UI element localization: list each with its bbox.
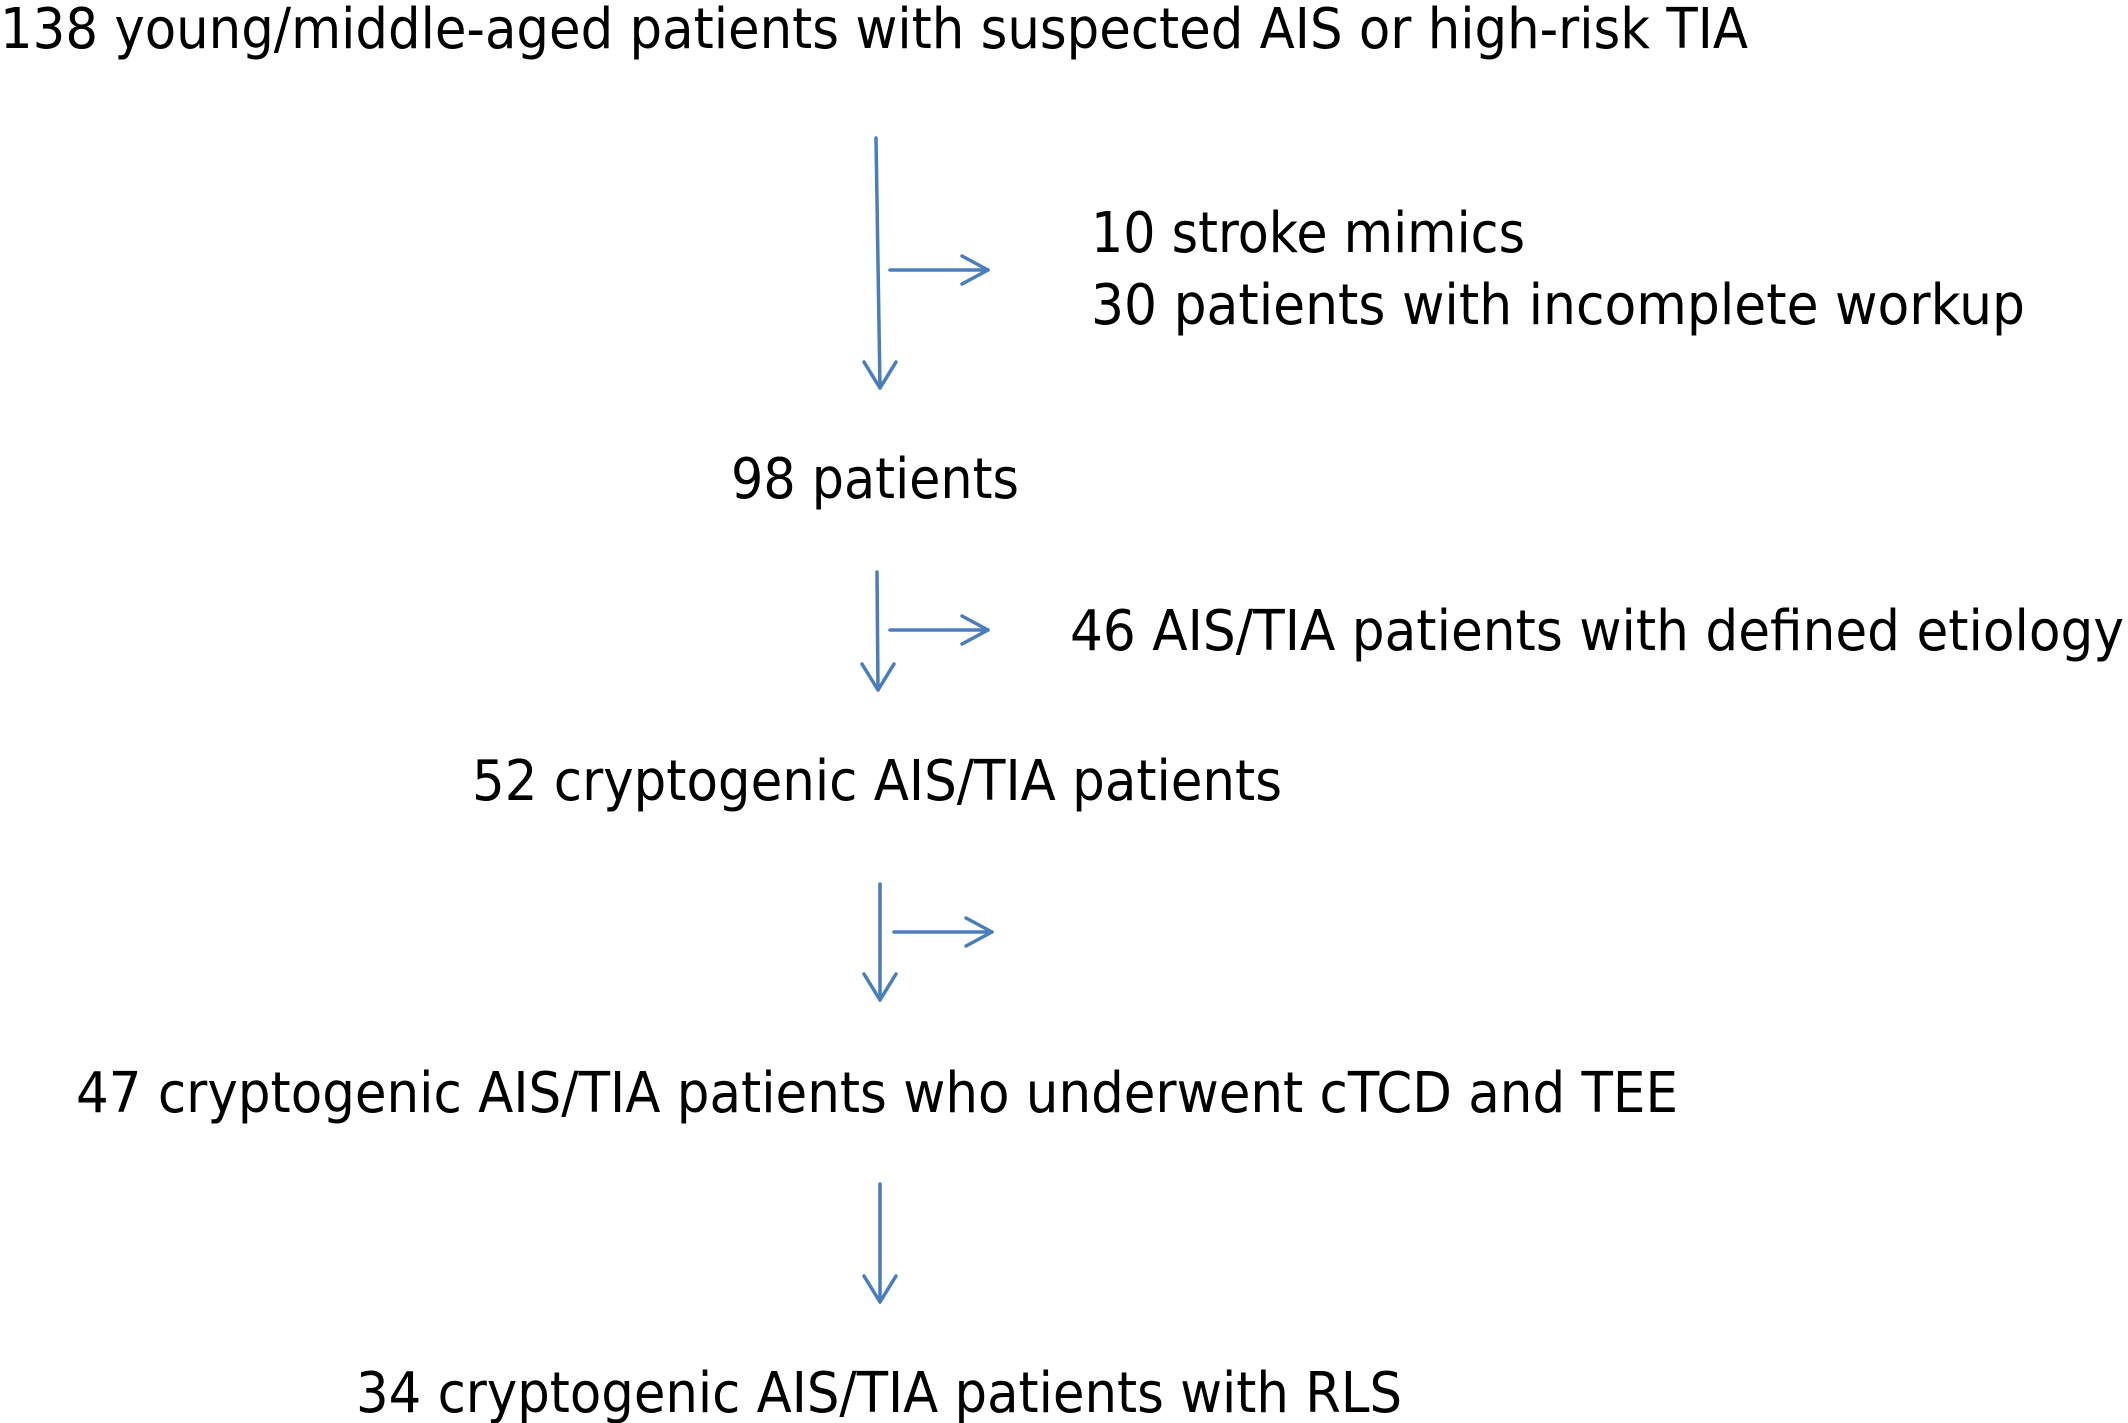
arrow-group-3: [862, 882, 994, 1002]
exclusion-2-text: 46 AIS/TIA patients with defined etiolog…: [1070, 599, 2124, 664]
step-4-node-text: 47 cryptogenic AIS/TIA patients who unde…: [76, 1061, 1678, 1126]
step-2-node-text: 98 patients: [731, 447, 1019, 512]
vertical-arrowhead-2: [860, 662, 896, 692]
arrow-group-1: [862, 136, 990, 390]
vertical-arrow-1: [874, 136, 882, 390]
vertical-arrowhead-1: [862, 360, 898, 390]
vertical-arrow-2: [875, 570, 880, 692]
vertical-arrowhead-3: [862, 972, 898, 1002]
branch-arrowhead-2: [960, 614, 990, 646]
branch-arrowhead-1: [960, 254, 990, 286]
branch-arrowhead-3: [964, 916, 994, 948]
arrow-group-4: [862, 1182, 898, 1304]
exclusion-1-line-1-text: 10 stroke mimics: [1091, 201, 1525, 266]
step-3-node-text: 52 cryptogenic AIS/TIA patients: [472, 749, 1282, 814]
start-node-text: 138 young/middle-aged patients with susp…: [0, 0, 1748, 62]
vertical-arrowhead-4: [862, 1274, 898, 1304]
arrow-group-2: [860, 570, 990, 692]
final-node-text: 34 cryptogenic AIS/TIA patients with RLS: [356, 1361, 1402, 1423]
exclusion-1-line-2-text: 30 patients with incomplete workup: [1091, 273, 2025, 338]
